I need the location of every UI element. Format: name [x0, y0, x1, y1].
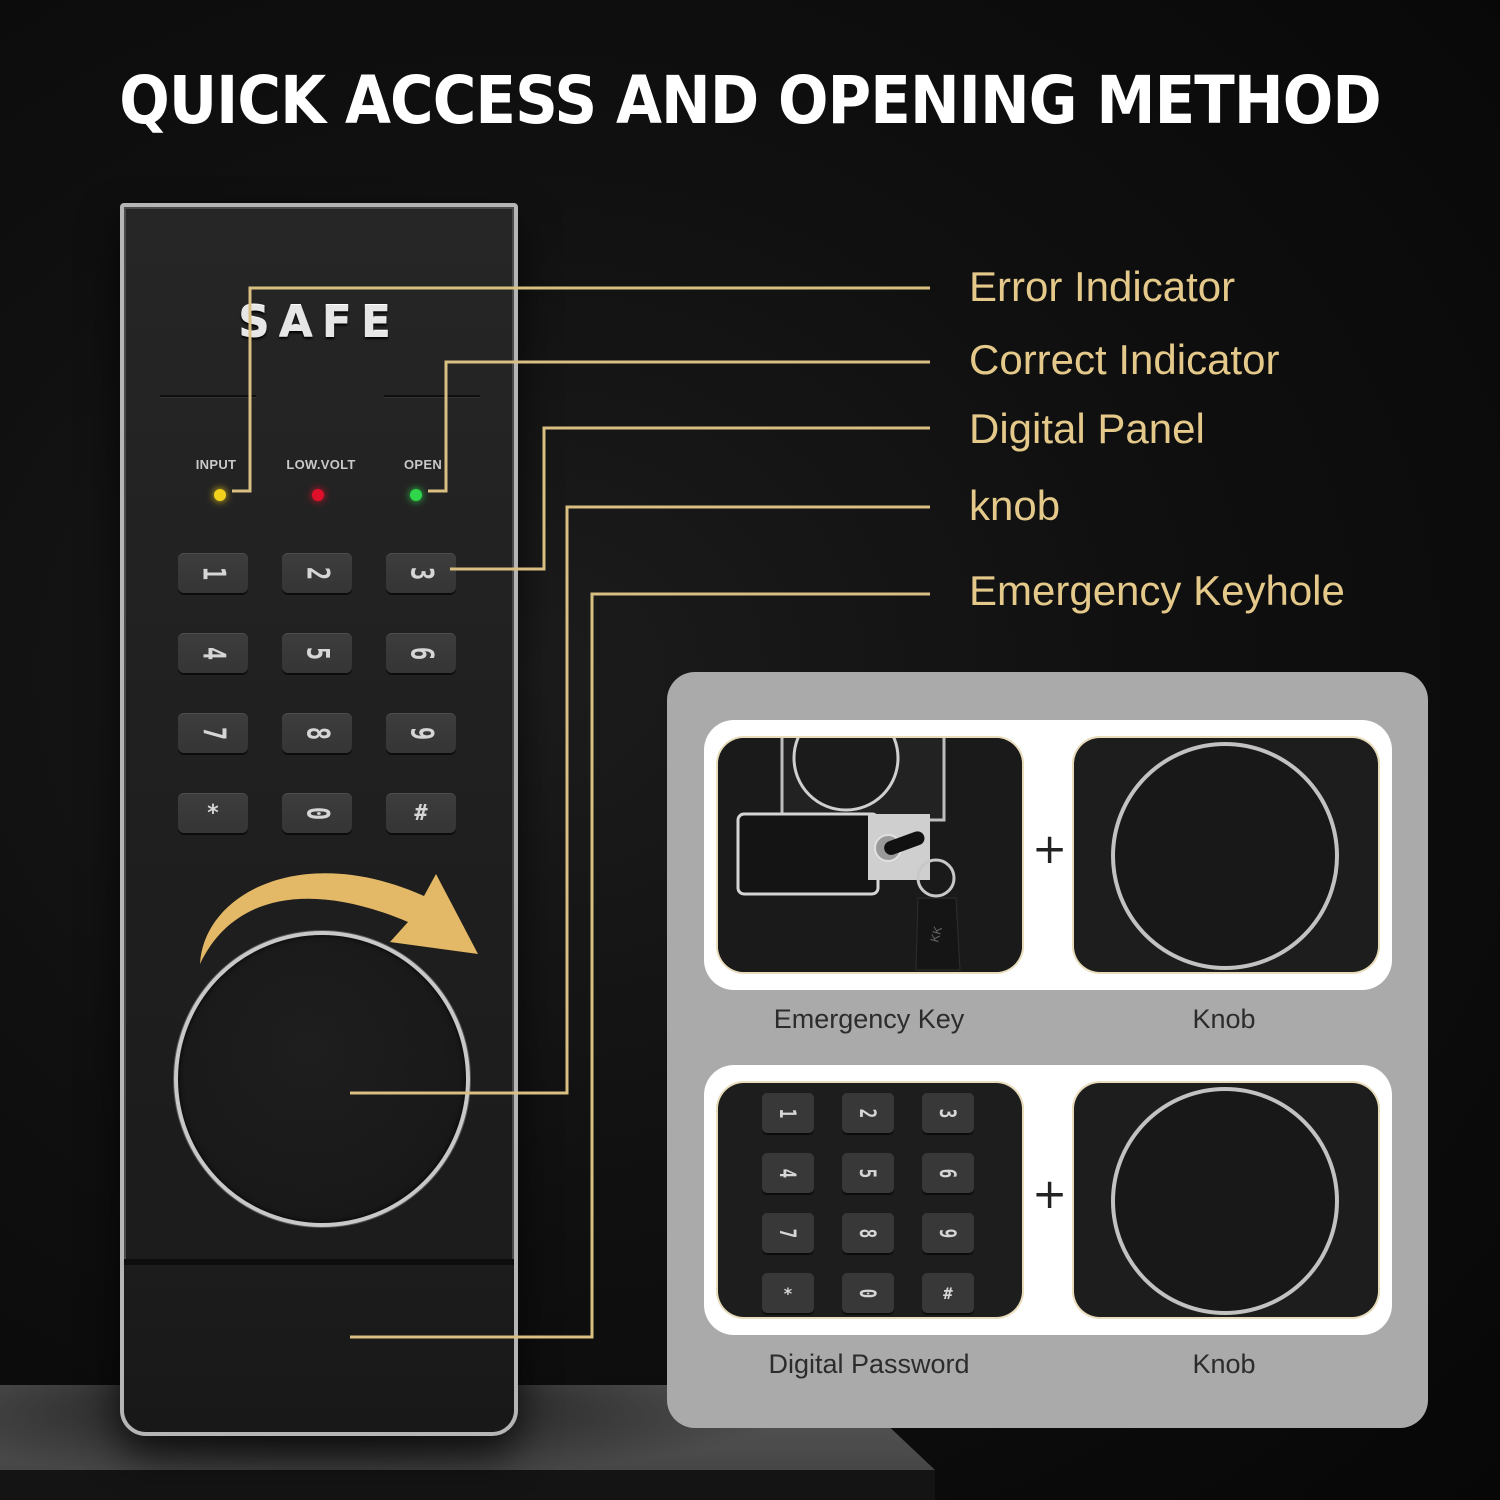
plus-operator: + — [1032, 1169, 1068, 1218]
mini-key-2: 2 — [842, 1093, 894, 1133]
panel-groove-right — [384, 395, 480, 398]
led-open-icon — [410, 489, 422, 501]
mini-key-9: 9 — [922, 1213, 974, 1253]
mini-keypad: 1 2 3 4 5 6 7 8 9 * 0 # — [762, 1093, 974, 1313]
method-caption-knob-2: Knob — [1192, 1349, 1256, 1379]
knob-icon — [1111, 742, 1339, 970]
callout-digital-panel: Digital Panel — [969, 405, 1205, 452]
callout-correct-indicator: Correct Indicator — [969, 336, 1280, 383]
emergency-keyhole-cover[interactable] — [124, 1259, 514, 1432]
mini-key-0: 0 — [842, 1273, 894, 1313]
key-2[interactable]: 2 — [282, 553, 352, 593]
callout-emergency-keyhole: Emergency Keyhole — [969, 567, 1345, 614]
mini-key-hash: # — [922, 1273, 974, 1313]
key-star[interactable]: * — [178, 793, 248, 833]
mini-key-1: 1 — [762, 1093, 814, 1133]
indicator-label-open: OPEN — [403, 457, 443, 472]
page-title: QUICK ACCESS AND OPENING METHOD — [119, 62, 1381, 139]
key-7[interactable]: 7 — [178, 713, 248, 753]
mini-key-5: 5 — [842, 1153, 894, 1193]
panel-groove-left — [160, 395, 256, 398]
method-emergency-key-row: KK + — [704, 720, 1392, 990]
mini-key-4: 4 — [762, 1153, 814, 1193]
mini-key-star: * — [762, 1273, 814, 1313]
knob-image — [1074, 738, 1378, 972]
key-4[interactable]: 4 — [178, 633, 248, 673]
key-8[interactable]: 8 — [282, 713, 352, 753]
safe-brand-logo: SAFE — [238, 297, 400, 348]
knob-icon — [1111, 1087, 1339, 1315]
method-caption-knob-1: Knob — [1192, 1004, 1256, 1034]
led-low-volt-icon — [312, 489, 324, 501]
method-digital-password-row: 1 2 3 4 5 6 7 8 9 * 0 # + — [704, 1065, 1392, 1335]
method-caption-emergency-key: Emergency Key — [773, 1004, 965, 1034]
svg-text:KK: KK — [927, 925, 945, 944]
shelf-shadow — [0, 1470, 935, 1500]
indicator-label-low-volt: LOW.VOLT — [286, 457, 356, 472]
knob-image — [1074, 1083, 1378, 1317]
emergency-key-icon: KK — [718, 738, 1022, 972]
safe-lock-panel: SAFE INPUT LOW.VOLT OPEN 1 2 3 4 5 6 7 8… — [120, 203, 518, 1436]
digital-keypad: 1 2 3 4 5 6 7 8 9 * 0 # — [178, 553, 462, 833]
method-caption-digital-password: Digital Password — [768, 1349, 970, 1379]
key-5[interactable]: 5 — [282, 633, 352, 673]
rotary-knob[interactable] — [174, 931, 470, 1227]
key-9[interactable]: 9 — [386, 713, 456, 753]
key-hash[interactable]: # — [386, 793, 456, 833]
callout-knob: knob — [969, 482, 1061, 529]
key-6[interactable]: 6 — [386, 633, 456, 673]
mini-key-6: 6 — [922, 1153, 974, 1193]
key-0[interactable]: 0 — [282, 793, 352, 833]
mini-key-7: 7 — [762, 1213, 814, 1253]
plus-operator: + — [1032, 824, 1068, 873]
key-1[interactable]: 1 — [178, 553, 248, 593]
led-input-icon — [214, 489, 226, 501]
indicator-label-input: INPUT — [195, 457, 237, 472]
mini-key-8: 8 — [842, 1213, 894, 1253]
digital-password-image: 1 2 3 4 5 6 7 8 9 * 0 # — [718, 1083, 1022, 1317]
mini-key-3: 3 — [922, 1093, 974, 1133]
emergency-key-image: KK — [718, 738, 1022, 972]
key-3[interactable]: 3 — [386, 553, 456, 593]
opening-methods-card: KK + Emergency Key Knob 1 2 3 4 5 6 7 8 … — [667, 672, 1428, 1428]
callout-error-indicator: Error Indicator — [969, 263, 1236, 310]
